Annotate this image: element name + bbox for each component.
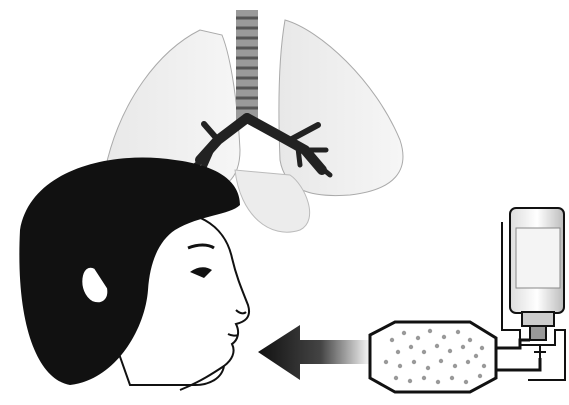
medication-bottle [502, 208, 565, 380]
trachea [236, 10, 258, 120]
nebulizer-chamber [370, 322, 540, 392]
head-profile [19, 158, 249, 390]
flow-arrow [258, 325, 372, 380]
right-lung [279, 20, 403, 196]
